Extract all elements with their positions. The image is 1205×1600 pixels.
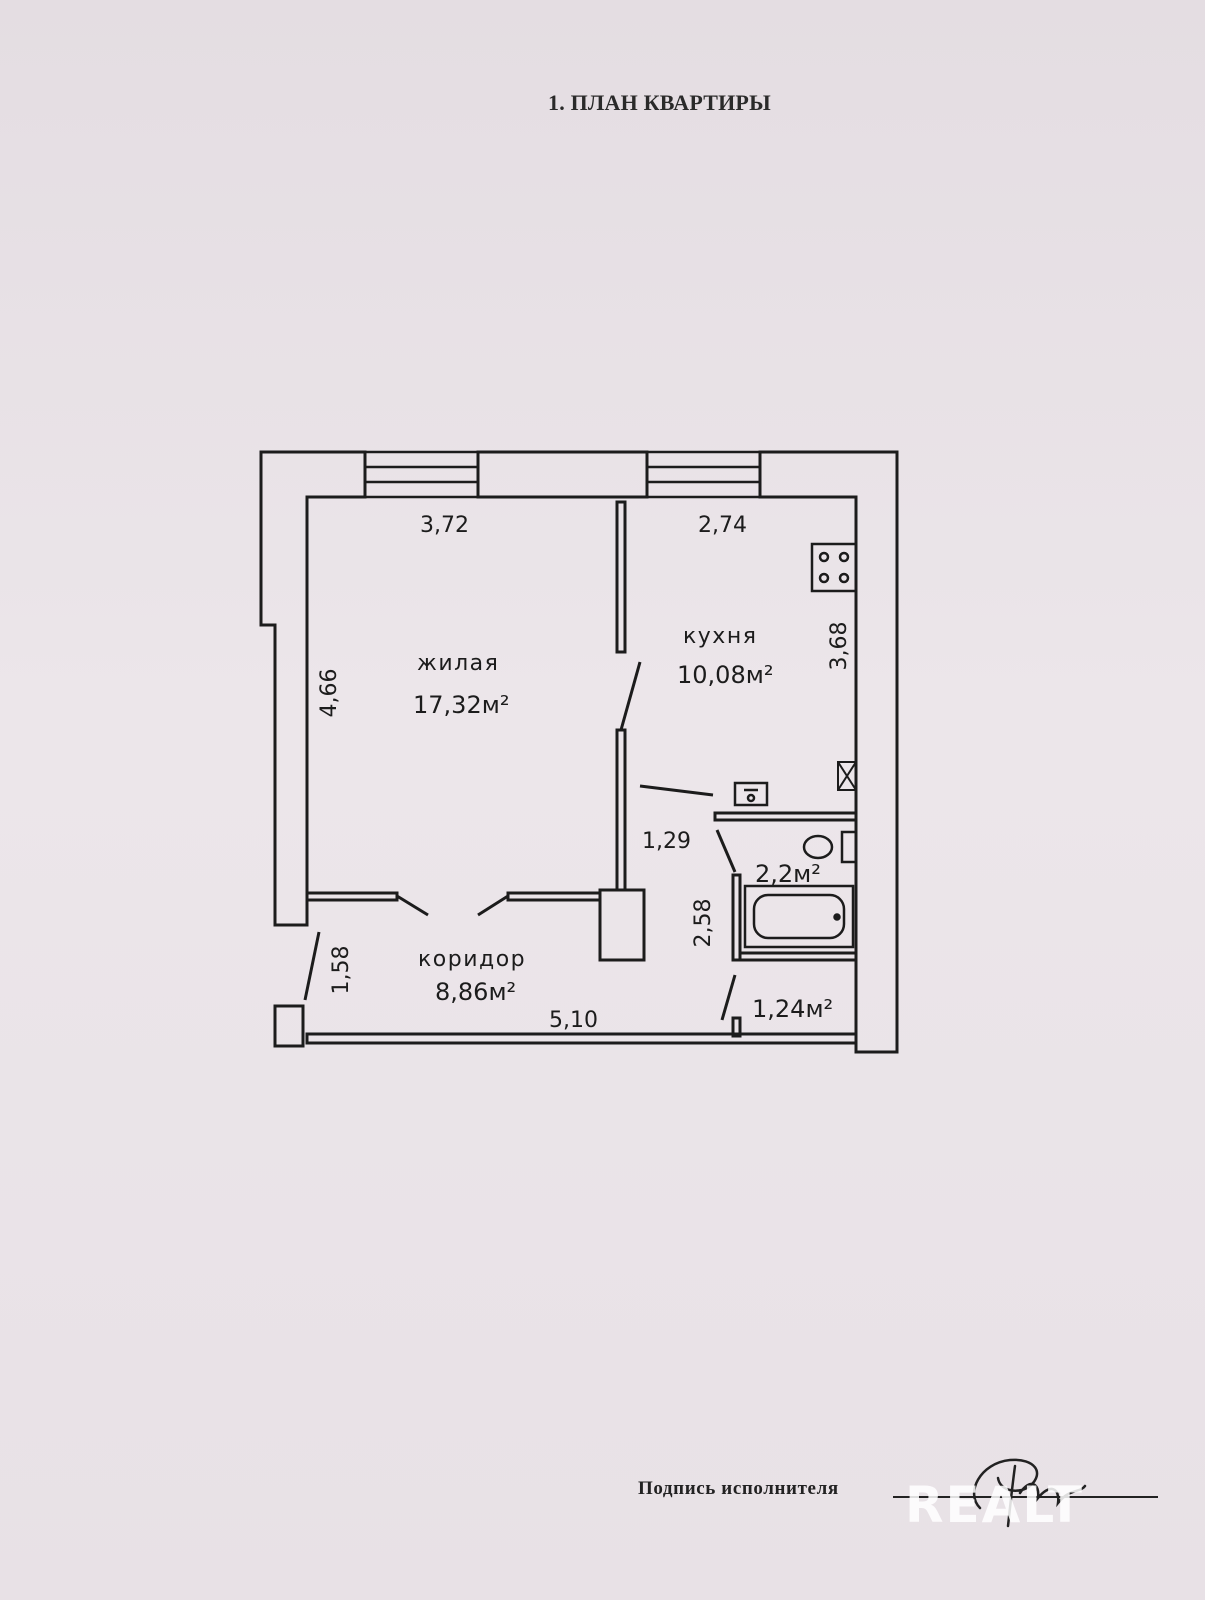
wall-top-pier: [476, 450, 649, 499]
stove-icon: [810, 542, 858, 593]
partition-bath-bottom: [738, 951, 858, 962]
dim-corridor-width: 5,10: [549, 1008, 598, 1033]
shaft: [598, 888, 646, 962]
door-living-left: [396, 894, 429, 917]
partition-bath-left: [731, 873, 742, 962]
wall-bottom: [305, 1032, 858, 1045]
door-bath: [715, 829, 737, 873]
wall-left: [259, 450, 367, 927]
vent-icon: [837, 761, 857, 791]
room-corridor-name: коридор: [418, 947, 526, 972]
dim-living-depth: 4,66: [317, 669, 342, 718]
document-title: 1. ПЛАН КВАРТИРЫ: [548, 90, 771, 115]
partition-living-corridor-right: [506, 891, 602, 902]
partition-living-corridor-left: [305, 891, 399, 902]
dim-living-width: 3,72: [420, 513, 469, 538]
room-wc-area: 1,24м²: [752, 995, 833, 1023]
door-wc: [720, 974, 737, 1021]
partition-wc-stub: [731, 1016, 742, 1038]
realt-watermark: REALT: [905, 1476, 1085, 1534]
door-entrance: [303, 931, 321, 1001]
dim-bath-width: 1,29: [642, 829, 691, 854]
sink-icon: [733, 781, 769, 807]
signature-label: Подпись исполнителя: [638, 1478, 839, 1499]
wall-entrance-pier: [273, 1004, 305, 1048]
signature-icon: [972, 1458, 1087, 1528]
window-living: [365, 450, 478, 499]
toilet-icon: [802, 830, 858, 864]
room-living-name: жилая: [417, 651, 499, 676]
bathtub-icon: [743, 884, 855, 949]
room-kitchen-name: кухня: [683, 624, 757, 649]
signature-line: [893, 1496, 1158, 1498]
partition-lower: [615, 728, 627, 892]
room-living-area: 17,32м²: [413, 691, 509, 719]
door-living-right: [477, 894, 509, 917]
dim-bath-depth: 2,58: [691, 899, 716, 948]
room-corridor-area: 8,86м²: [435, 978, 516, 1006]
wall-right: [758, 450, 899, 1054]
door-living-kitchen: [619, 661, 642, 731]
room-kitchen-area: 10,08м²: [677, 661, 773, 689]
room-bath-area: 2,2м²: [755, 860, 821, 888]
door-kitchen: [639, 784, 714, 797]
partition-upper: [615, 500, 627, 654]
dim-corridor-depth: 1,58: [329, 946, 354, 995]
partition-kitchen-bath: [713, 811, 858, 822]
window-kitchen: [647, 450, 760, 499]
dim-kitchen-depth: 3,68: [827, 622, 852, 671]
dim-kitchen-width: 2,74: [698, 513, 747, 538]
